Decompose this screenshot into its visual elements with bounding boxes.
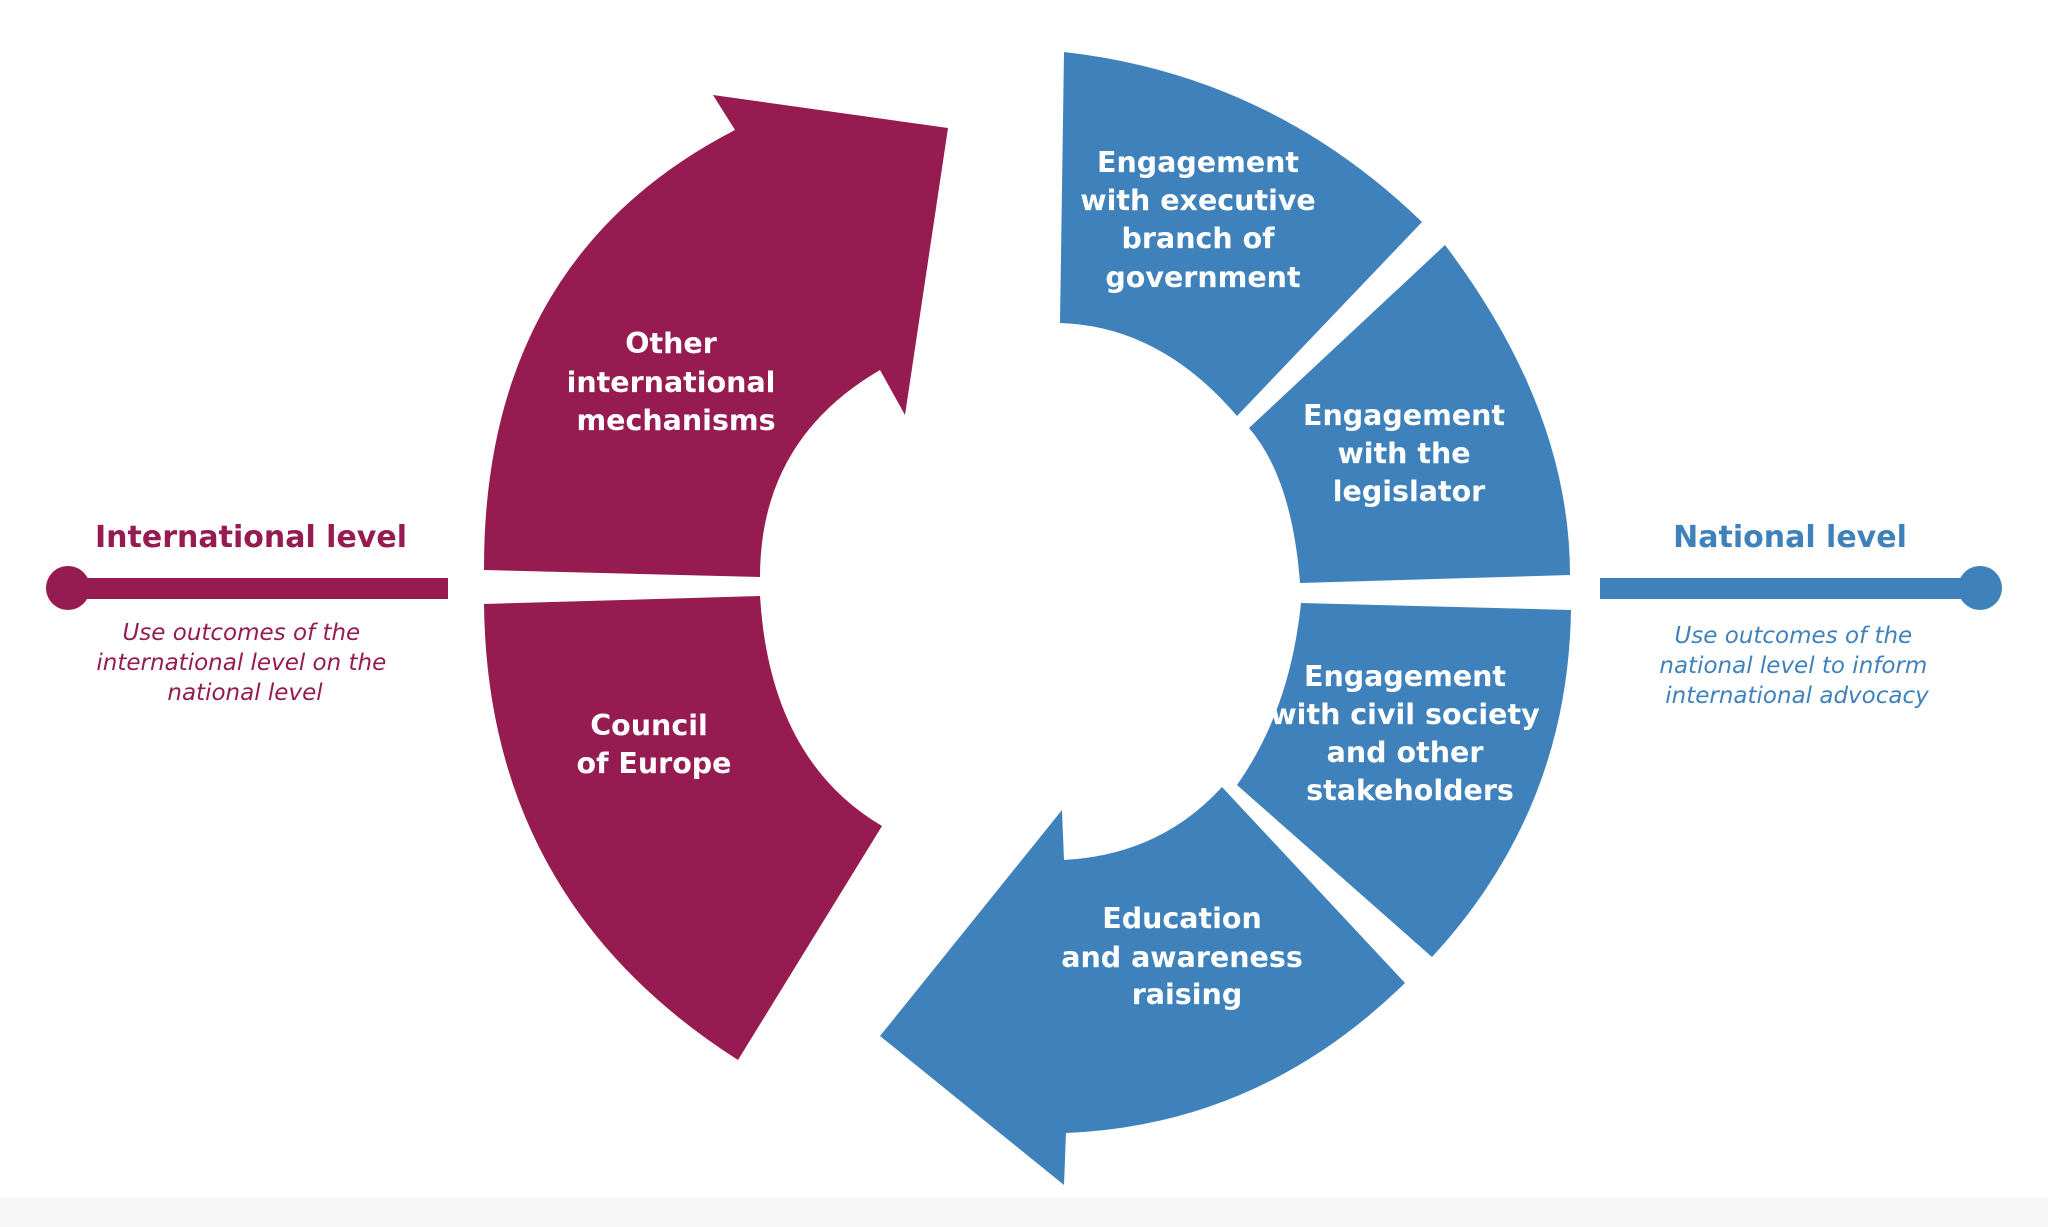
international-level-title: International level <box>95 520 407 555</box>
executive-branch-label: Engagement with executive branch of gove… <box>1080 146 1325 294</box>
civil-society-segment <box>1237 603 1571 957</box>
national-connector-line <box>1600 578 1980 599</box>
international-connector-line <box>68 578 448 599</box>
executive-branch-segment <box>1060 52 1422 416</box>
council-of-europe-label: Council of Europe <box>576 709 731 780</box>
council-of-europe-segment <box>484 596 882 1060</box>
national-level-description: Use outcomes of the national level to in… <box>1659 623 1934 709</box>
other-international-mechanisms-arrow <box>483 95 948 577</box>
civil-society-label: Engagement with civil society and other … <box>1270 660 1549 807</box>
national-connector-dot <box>1958 566 2002 610</box>
legislator-label: Engagement with the legislator <box>1303 399 1515 508</box>
international-connector-dot <box>46 566 90 610</box>
legislator-segment <box>1249 245 1570 583</box>
education-label: Education and awareness raising <box>1061 902 1313 1011</box>
national-level-title: National level <box>1673 520 1907 555</box>
other-international-mechanisms-label: Other international mechanisms <box>567 327 786 437</box>
international-level-description: Use outcomes of the international level … <box>96 620 393 706</box>
education-arrow <box>880 787 1405 1185</box>
bottom-band <box>0 1197 2048 1227</box>
